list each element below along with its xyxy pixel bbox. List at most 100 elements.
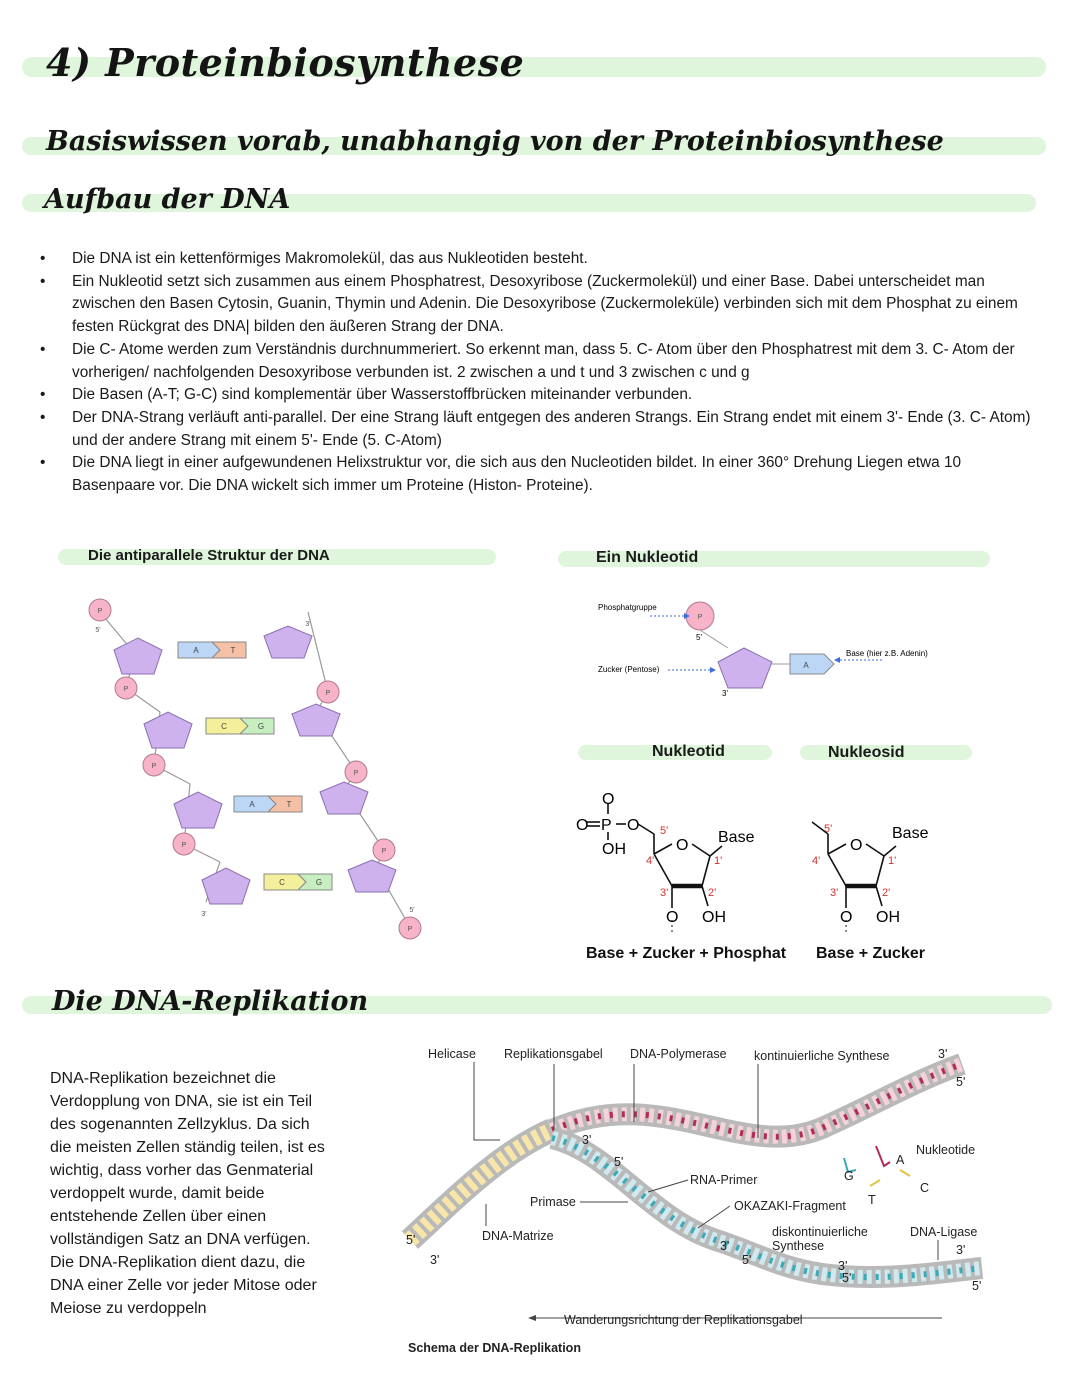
svg-text:O: O [676,837,688,854]
base-icon [238,717,275,735]
phosphate-icon [398,916,422,940]
heading-dna-structure: Aufbau der DNA [44,184,291,215]
label-matrize: DNA-Matrize [482,1229,554,1243]
label-polymerase: DNA-Polymerase [630,1047,727,1061]
caption-antiparallel: Die antiparallele Struktur der DNA [88,547,330,564]
dna-bullet-list: Die DNA ist ein kettenförmiges Makromole… [38,248,1038,498]
svg-text:5': 5' [660,825,668,837]
svg-text:2': 2' [708,887,716,899]
label-ligase: DNA-Ligase [910,1225,977,1239]
svg-text:3': 3' [830,887,838,899]
caption-nukleosid: Nukleosid [828,744,905,761]
svg-text:G: G [316,878,322,887]
sugar-icon [263,625,313,659]
label-okazaki: OKAZAKI-Fragment [734,1199,846,1213]
svg-text:3': 3' [938,1047,947,1061]
svg-text:T: T [868,1193,876,1207]
sugar-icon [173,791,223,829]
svg-text:C: C [920,1181,929,1195]
svg-text:5': 5' [406,1233,415,1247]
svg-text:G: G [258,722,264,731]
svg-text:C: C [279,878,285,887]
formula-nukleosid: Base + Zucker [816,945,925,962]
formula-nukleotid: Base + Zucker + Phosphat [586,945,787,962]
svg-text:C: C [221,722,227,731]
svg-text:3': 3' [305,621,310,628]
svg-text:P: P [124,686,129,693]
subtitle-highlight [22,137,1046,155]
svg-text:P: P [408,926,413,933]
svg-text:1': 1' [888,855,896,867]
label-helicase: Helicase [428,1047,476,1061]
nukleosid-structure: O Base O OH 5' 4' 3' 2' 1' [811,821,929,932]
svg-text:O: O [627,817,639,834]
svg-text:P: P [354,770,359,777]
page-title: 4) Proteinbiosynthese [46,40,525,85]
svg-text:P: P [326,690,331,697]
phosphate-icon [88,598,112,622]
caption-nukleotid-highlight [558,551,990,567]
nucleotide-icon [869,1179,881,1187]
base-letter: A [803,661,809,670]
svg-text:OH: OH [876,909,900,926]
phosphate-letter: P [698,614,703,621]
sugar-icon [717,647,773,689]
nucleotide-icon [899,1169,911,1177]
sugar-icon [291,703,341,737]
svg-text:A: A [249,800,255,809]
phosphate-icon [114,676,138,700]
sugar-icon [347,859,397,893]
svg-text:P: P [152,763,157,770]
phosphate-icon [172,832,196,856]
replication-text: DNA-Replikation bezeichnet die Verdopplu… [50,1070,325,1317]
svg-text:5': 5' [742,1253,751,1267]
svg-text:Base: Base [718,829,755,846]
nukleotid-structure: O O P O OH O Base O OH 5' 4' 3' 2' 1' [576,791,755,932]
svg-text:P: P [382,848,387,855]
bullet-item: Die Basen (A-T; G-C) sind komplementär ü… [38,384,1038,407]
sugar-icon [319,781,369,815]
label-nukleotide: Nukleotide [916,1143,975,1157]
svg-text:3': 3' [582,1133,591,1147]
caption-nukleosid-highlight [800,745,972,760]
label-primase: Primase [530,1195,576,1209]
svg-text:3': 3' [838,1259,847,1273]
svg-text:5': 5' [972,1279,981,1293]
svg-text:OH: OH [602,841,626,858]
caption-ein-nukleotid: Ein Nukleotid [596,549,699,566]
heading-replication-highlight [22,996,1052,1014]
svg-text:3': 3' [956,1243,965,1257]
caption-nukleotid2-highlight [578,745,772,760]
svg-text:Base: Base [892,825,929,842]
svg-text:5': 5' [956,1075,965,1089]
svg-text:3': 3' [660,887,668,899]
svg-text:4': 4' [812,855,820,867]
base-icon [789,653,835,675]
svg-text:2': 2' [882,887,890,899]
svg-text:O: O [576,817,588,834]
label-kontinuierlich: kontinuierliche Synthese [754,1049,890,1063]
sugar-icon [143,711,193,749]
svg-text:5': 5' [409,907,414,914]
svg-text:3': 3' [201,911,206,918]
svg-text:3': 3' [720,1239,729,1253]
svg-text:T: T [231,646,236,655]
svg-text:O: O [602,791,614,808]
bullet-item: Ein Nukleotid setzt sich zusammen aus ei… [38,271,1038,339]
svg-text:5': 5' [95,627,100,634]
label-synthese: Synthese [772,1239,824,1253]
replication-diagram-caption: Schema der DNA-Replikation [408,1341,581,1355]
svg-text:P: P [182,842,187,849]
svg-text:G: G [844,1169,854,1183]
sugar-icon [201,867,251,905]
svg-text:O: O [666,909,678,926]
label-diskontinuierlich: diskontinuierliche [772,1225,868,1239]
svg-text:3': 3' [722,689,728,696]
label-phosphatgruppe: Phosphatgruppe [598,603,657,612]
label-wanderung: Wanderungsrichtung der Replikationsgabel [564,1313,803,1327]
nucleotide-diagram: P A Phosphatgruppe Zucker (Pentose) Base… [598,601,928,696]
caption-antiparallel-highlight [58,549,496,565]
svg-text:5': 5' [842,1271,851,1285]
svg-text:A: A [193,646,199,655]
label-zucker: Zucker (Pentose) [598,665,660,674]
